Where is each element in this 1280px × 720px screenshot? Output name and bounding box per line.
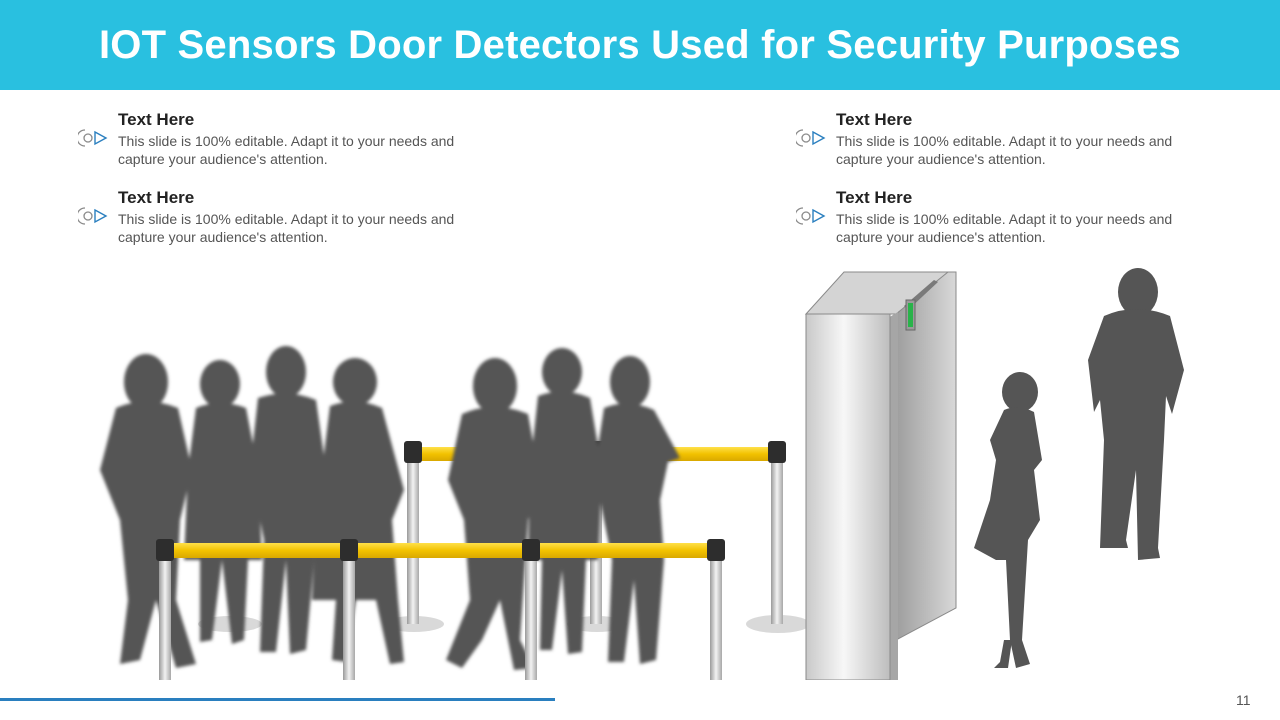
item-heading: Text Here — [836, 110, 913, 129]
item-heading: Text Here — [118, 188, 195, 207]
item-body: This slide is 100% editable. Adapt it to… — [118, 211, 455, 245]
security-scanner-queue-illustration — [100, 268, 1184, 680]
front-stanchion-posts — [156, 539, 725, 680]
sensor-icon — [796, 207, 826, 225]
item-body: This slide is 100% editable. Adapt it to… — [836, 133, 1173, 167]
sensor-icon — [796, 129, 826, 147]
page-number: 11 — [1236, 692, 1251, 708]
footer-accent-line — [0, 698, 555, 701]
item-heading: Text Here — [836, 188, 913, 207]
sensor-icon — [78, 129, 108, 147]
title-bar: IOT Sensors Door Detectors Used for Secu… — [0, 0, 1280, 90]
queue-people-silhouettes — [100, 346, 680, 670]
metal-detector-gate — [804, 271, 957, 680]
front-barrier-tape — [165, 543, 717, 558]
item-heading: Text Here — [118, 110, 195, 129]
sensor-icon — [78, 207, 108, 225]
item-body: This slide is 100% editable. Adapt it to… — [836, 211, 1173, 245]
item-body: This slide is 100% editable. Adapt it to… — [118, 133, 455, 167]
slide-title: IOT Sensors Door Detectors Used for Secu… — [98, 22, 1181, 67]
man-silhouette — [1088, 268, 1184, 560]
woman-silhouette — [974, 372, 1042, 668]
